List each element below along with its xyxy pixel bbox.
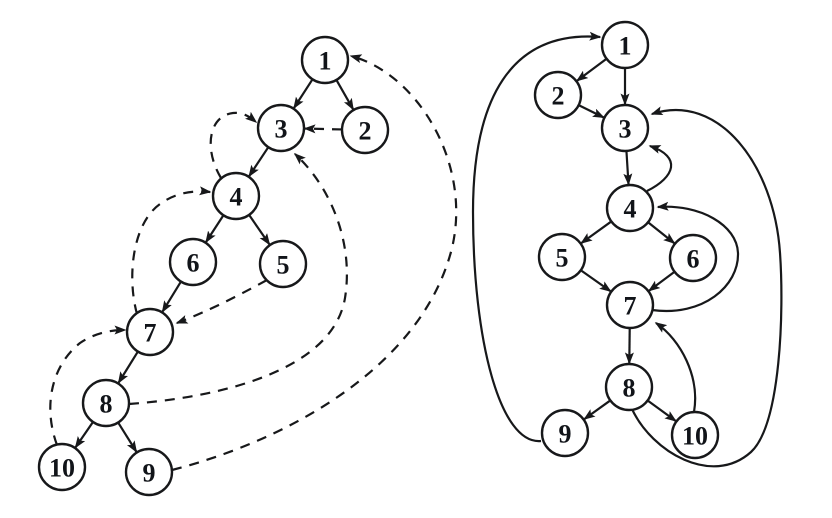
- node-label-right-1: 1: [619, 31, 632, 60]
- node-right-6: [668, 233, 718, 283]
- edge-left-8-to-9-solid: [117, 421, 138, 453]
- edge-right-7-to-4-solid: [651, 201, 740, 313]
- edge-right-8-to-10-solid: [646, 399, 677, 422]
- edge-right-1-to-2-solid: [576, 57, 608, 82]
- graph-left: 1 2 3 4 5 6 7 8 9 10: [37, 35, 458, 497]
- edge-left-2-to-3-dashed: [303, 124, 343, 134]
- node-left-5: [258, 239, 308, 289]
- node-right-1: [600, 20, 650, 70]
- edge-left-8-to-3-dashed: [128, 152, 348, 406]
- edge-right-4-to-3-solid: [646, 144, 673, 192]
- edge-left-3-to-4-solid: [248, 146, 270, 178]
- edge-left-6-to-7-solid: [161, 281, 182, 313]
- node-right-7: [605, 280, 655, 330]
- node-label-left-10: 10: [49, 453, 75, 482]
- node-label-right-9: 9: [559, 419, 572, 448]
- node-right-2: [533, 70, 583, 120]
- node-right-3: [600, 103, 650, 153]
- node-right-4: [605, 183, 655, 233]
- node-label-right-7: 7: [624, 291, 637, 320]
- edge-right-10-to-7-solid: [654, 322, 697, 413]
- node-right-5: [537, 232, 587, 282]
- edge-right-4-to-6-solid: [647, 221, 676, 245]
- node-label-left-3: 3: [275, 114, 288, 143]
- node-left-1: [300, 35, 350, 85]
- edge-left-8-to-10-solid: [74, 421, 94, 449]
- edge-left-4-to-5-solid: [248, 214, 271, 246]
- node-label-right-3: 3: [619, 114, 632, 143]
- node-left-2: [340, 105, 390, 155]
- edge-left-7-to-4-dashed: [131, 186, 212, 315]
- edge-left-7-to-8-solid: [117, 350, 139, 384]
- node-right-10: [670, 410, 720, 460]
- edge-right-4-to-5-solid: [580, 220, 612, 244]
- node-label-right-2: 2: [552, 81, 565, 110]
- edge-left-9-to-1-dashed: [171, 54, 458, 472]
- node-label-right-4: 4: [624, 194, 637, 223]
- edge-left-1-to-2-solid: [335, 79, 355, 111]
- node-left-9: [124, 447, 174, 497]
- node-left-8: [81, 378, 131, 428]
- edge-right-9-to-1-solid: [471, 31, 602, 443]
- node-left-6: [168, 237, 218, 287]
- node-label-right-10: 10: [682, 421, 708, 450]
- node-label-right-8: 8: [623, 373, 636, 402]
- node-left-7: [125, 307, 175, 357]
- node-right-9: [540, 408, 590, 458]
- graph-right: 1 2 3 4 5 6 7 8 9 10: [471, 20, 783, 468]
- edge-left-5-to-7-dashed: [175, 279, 268, 325]
- node-label-left-1: 1: [319, 46, 332, 75]
- node-right-8: [604, 362, 654, 412]
- node-label-right-5: 5: [556, 243, 569, 272]
- node-label-left-9: 9: [143, 458, 156, 487]
- node-label-left-5: 5: [277, 250, 290, 279]
- edge-right-8-to-3-solid: [631, 106, 783, 468]
- node-label-right-6: 6: [687, 244, 700, 273]
- edge-left-4-to-3-dashed: [209, 111, 258, 179]
- edge-left-1-to-3-solid: [293, 78, 314, 110]
- edge-left-4-to-6-solid: [205, 214, 225, 244]
- edge-right-6-to-7-solid: [648, 270, 676, 292]
- edge-right-2-to-3-solid: [578, 104, 605, 119]
- edge-right-5-to-7-solid: [580, 269, 612, 293]
- node-left-10: [37, 442, 87, 492]
- node-left-3: [256, 103, 306, 153]
- node-label-left-4: 4: [230, 182, 243, 211]
- node-label-left-6: 6: [187, 248, 200, 277]
- edge-right-3-to-4-solid: [623, 150, 633, 186]
- edge-right-8-to-9-solid: [583, 399, 611, 420]
- node-label-left-7: 7: [144, 318, 157, 347]
- node-label-left-8: 8: [100, 389, 113, 418]
- node-label-left-2: 2: [359, 116, 372, 145]
- node-left-4: [211, 171, 261, 221]
